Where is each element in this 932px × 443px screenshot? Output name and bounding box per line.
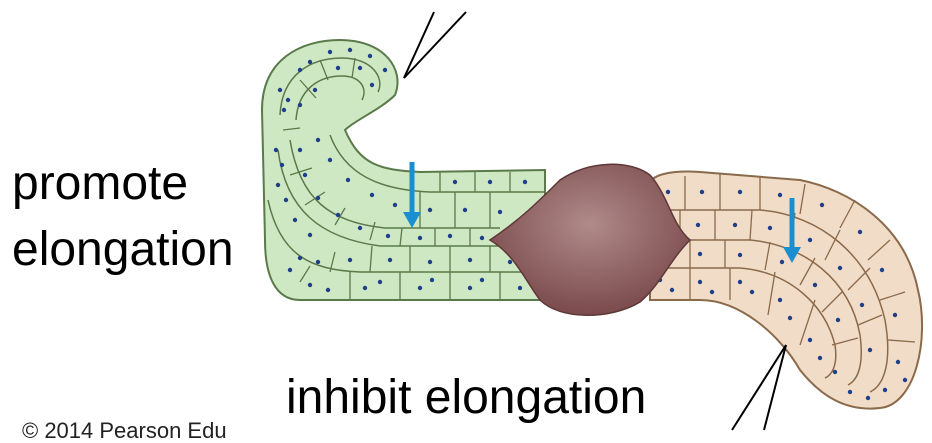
label-inhibit-elongation: inhibit elongation [286,374,646,422]
pointer-top [404,12,466,78]
root-tissue-diagram [0,0,932,433]
pointer-bottom [732,345,786,430]
left-tissue-green [262,40,545,300]
label-elongation: elongation [12,226,234,274]
label-promote: promote [12,160,188,208]
copyright-text: © 2014 Pearson Edu [22,420,227,442]
right-tissue-tan [650,172,922,409]
